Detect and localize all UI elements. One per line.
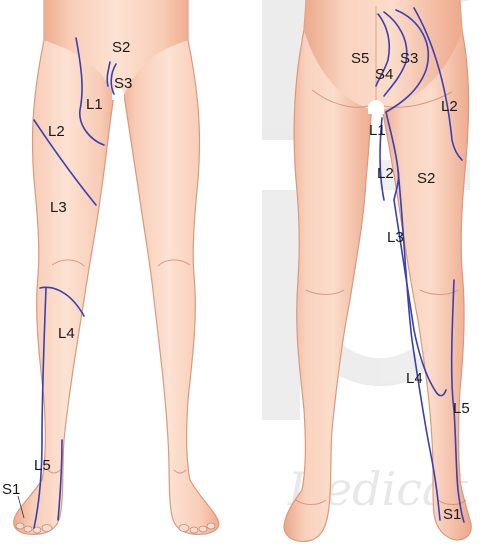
post-label-l3: L3 xyxy=(387,229,404,246)
ant-label-s2: S2 xyxy=(112,39,130,56)
post-label-s2: S2 xyxy=(417,170,435,187)
ant-label-l2: L2 xyxy=(48,123,65,140)
anterior-view: S2 S3 L1 L2 L3 L4 L5 S1 xyxy=(2,0,219,534)
post-label-s3: S3 xyxy=(400,50,418,67)
ant-label-l5: L5 xyxy=(34,457,51,474)
post-label-l5: L5 xyxy=(453,400,470,417)
anterior-right-leg xyxy=(118,0,219,534)
post-label-s5: S5 xyxy=(351,50,369,67)
anterior-left-leg xyxy=(14,0,118,534)
posterior-view: S5 S4 S3 L2 L1 L2 S2 L3 L4 L5 S1 xyxy=(284,0,471,542)
ant-label-l1: L1 xyxy=(86,96,103,113)
post-label-l2: L2 xyxy=(441,98,458,115)
post-label-s4: S4 xyxy=(375,66,393,83)
post-label-s1: S1 xyxy=(443,506,461,523)
post-label-l1: L1 xyxy=(369,122,386,139)
post-label-l4: L4 xyxy=(406,370,423,387)
post-label-l2b: L2 xyxy=(377,165,394,182)
ant-label-s3: S3 xyxy=(114,75,132,92)
ant-label-l3: L3 xyxy=(50,199,67,216)
ant-label-s1: S1 xyxy=(2,481,20,498)
ant-label-l4: L4 xyxy=(58,325,75,342)
